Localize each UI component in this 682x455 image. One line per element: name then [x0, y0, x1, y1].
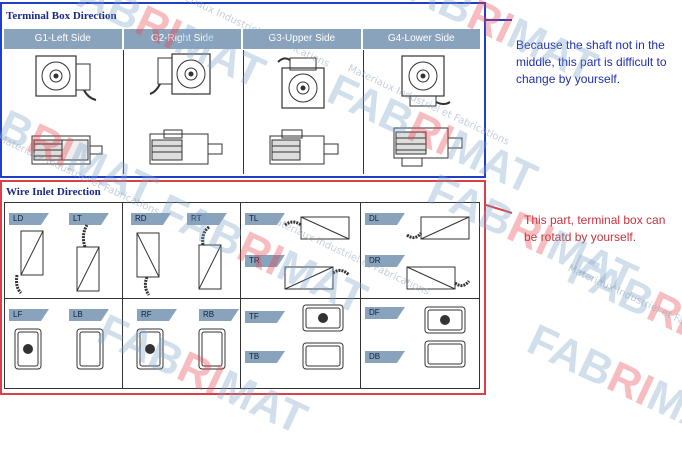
label-db: DB	[365, 351, 405, 363]
label-rf: RF	[137, 309, 177, 321]
label-rt: RT	[187, 213, 227, 225]
terminal-box-tabs: G1-Left Side G2-Right Side G3-Upper Side…	[4, 29, 480, 49]
label-dr: DR	[365, 255, 405, 267]
label-ld: LD	[9, 213, 49, 225]
note-rotate: This part, terminal box can be rotatd by…	[524, 213, 666, 244]
wire-tf-tb-drawing	[302, 304, 344, 370]
wire-cell-tf-tb: TF TB	[241, 299, 361, 388]
motor-g3-drawing	[269, 57, 339, 165]
label-lb: LB	[69, 309, 109, 321]
label-lt: LT	[69, 213, 109, 225]
label-dl: DL	[365, 213, 405, 225]
terminal-box-panel: Terminal Box Direction	[0, 2, 486, 178]
wire-lf-lb-drawing	[14, 328, 104, 370]
wire-df-db-drawing	[424, 306, 466, 368]
tab-g3-upper: G3-Upper Side	[243, 29, 363, 49]
motor-diagram-grid	[4, 50, 480, 174]
label-tr: TR	[245, 255, 285, 267]
wire-cell-tl-tr: TL TR	[241, 203, 361, 299]
wire-cell-rd-rt: RD RT	[123, 203, 241, 299]
wire-inlet-panel: Wire Inlet Direction	[0, 180, 486, 395]
tab-g1-left: G1-Left Side	[4, 29, 124, 49]
tab-g2-right: G2-Right Side	[123, 29, 243, 49]
note-shaft: Because the shaft not in the middle, thi…	[516, 38, 667, 86]
motor-g1-left	[4, 50, 124, 174]
motor-g4-lower	[364, 50, 483, 174]
wire-cell-dl-dr: DL DR	[361, 203, 479, 299]
tab-g4-lower: G4-Lower Side	[362, 29, 480, 49]
motor-g4-drawing	[393, 55, 463, 167]
label-rb: RB	[199, 309, 239, 321]
wire-cell-rf-rb: RF RB	[123, 299, 241, 388]
wire-rf-rb-drawing	[136, 328, 226, 370]
label-tf: TF	[245, 311, 285, 323]
label-tl: TL	[245, 213, 285, 225]
label-lf: LF	[9, 309, 49, 321]
terminal-box-title: Terminal Box Direction	[6, 10, 117, 22]
wire-tl-tr-drawing	[284, 216, 351, 290]
motor-g3-upper	[244, 50, 364, 174]
motor-g2-drawing	[149, 53, 223, 165]
label-tb: TB	[245, 351, 285, 363]
wire-cell-df-db: DF DB	[361, 299, 479, 388]
wire-rd-rt-drawing	[136, 225, 222, 296]
wire-cell-ld-lt: LD LT	[5, 203, 123, 299]
motor-g2-right	[124, 50, 244, 174]
wire-cell-lf-lb: LF LB	[5, 299, 123, 388]
wire-inlet-grid: LD LT RD RT TL TR	[4, 202, 480, 389]
wire-inlet-title: Wire Inlet Direction	[6, 186, 101, 198]
label-rd: RD	[131, 213, 171, 225]
wire-dl-dr-drawing	[406, 216, 471, 290]
motor-g1-drawing	[31, 55, 103, 165]
label-df: DF	[365, 307, 405, 319]
wire-ld-lt-drawing	[15, 224, 100, 295]
